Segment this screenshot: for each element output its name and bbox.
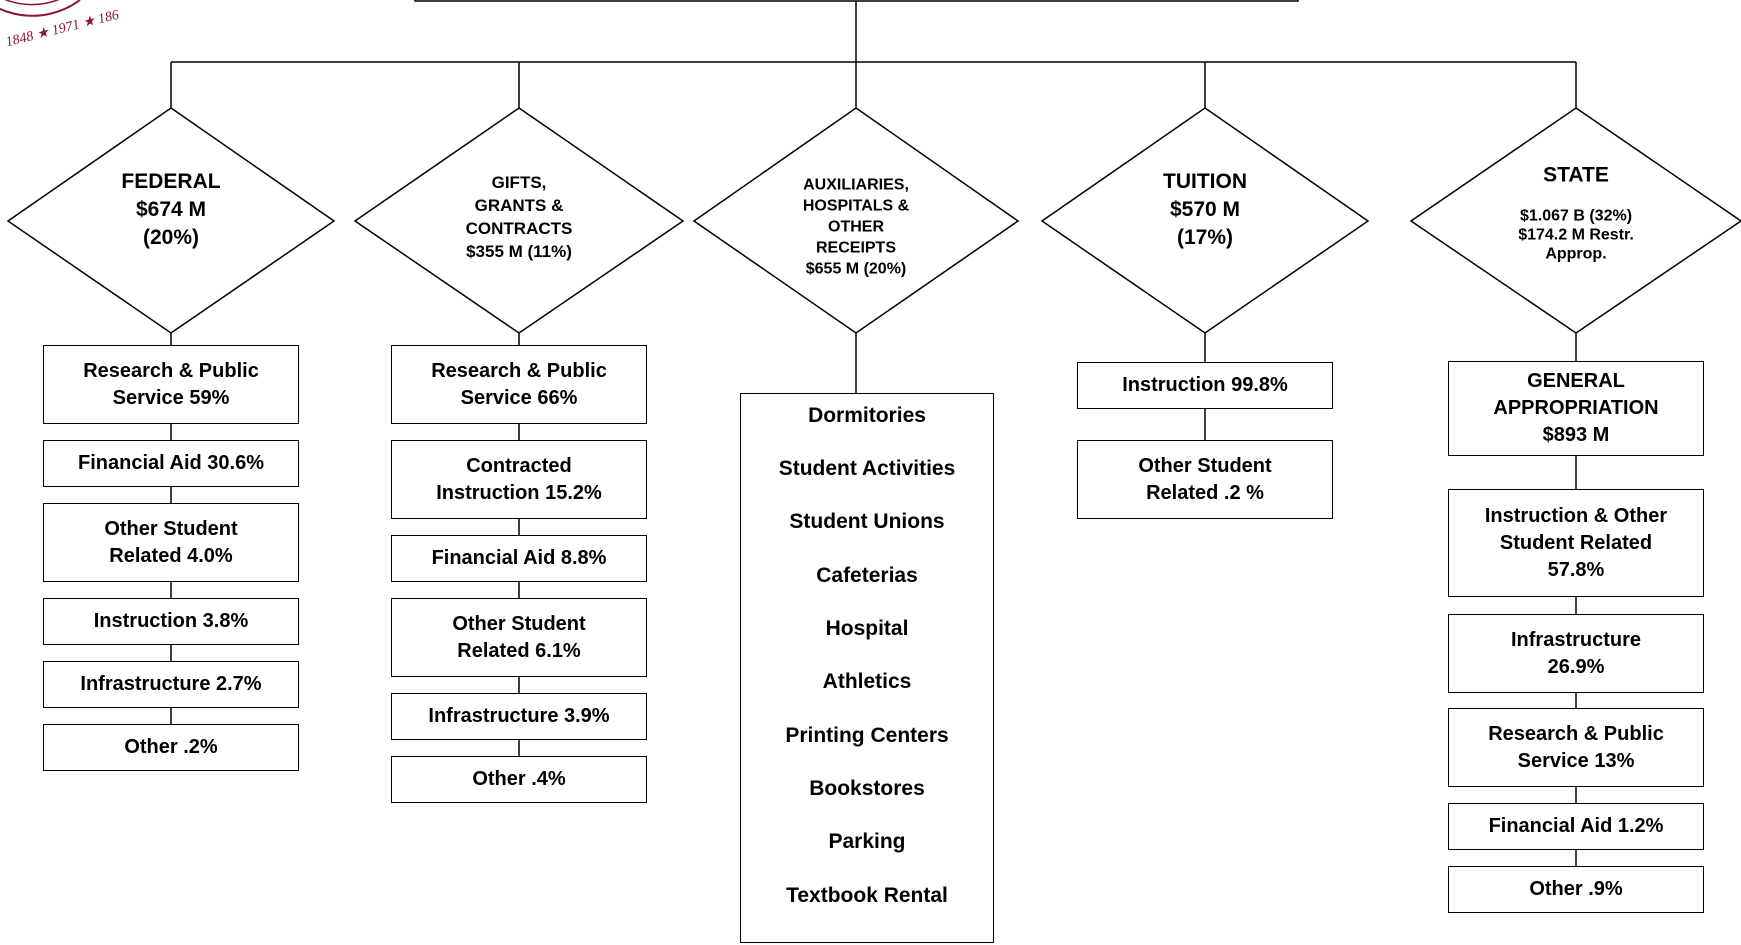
heading-state-sub: $1.067 B (32%) $174.2 M Restr. Approp. <box>1518 207 1634 263</box>
root-box <box>414 0 1299 2</box>
state-item-general-appropriation: GENERAL APPROPRIATION $893 M <box>1448 361 1704 456</box>
federal-item-research: Research & Public Service 59% <box>43 345 299 424</box>
heading-auxiliaries: AUXILIARIES, HOSPITALS & OTHER RECEIPTS … <box>802 176 910 278</box>
federal-item-infrastructure: Infrastructure 2.7% <box>43 661 299 708</box>
tuition-item-instruction: Instruction 99.8% <box>1077 362 1333 409</box>
auxiliaries-list: Dormitories Student Activities Student U… <box>740 393 994 943</box>
gifts-item-financial-aid: Financial Aid 8.8% <box>391 535 647 582</box>
gifts-item-infrastructure: Infrastructure 3.9% <box>391 693 647 740</box>
aux-item-cafeterias: Cafeterias <box>816 564 918 587</box>
aux-item-textbook-rental: Textbook Rental <box>786 884 948 907</box>
university-seal: 1848 ★ 1971 ★ 186 <box>0 0 121 65</box>
state-item-infrastructure: Infrastructure 26.9% <box>1448 614 1704 693</box>
heading-gifts: GIFTS, GRANTS & CONTRACTS $355 M (11%) <box>465 173 573 261</box>
aux-item-printing-centers: Printing Centers <box>785 724 949 747</box>
state-item-instruction: Instruction & Other Student Related 57.8… <box>1448 489 1704 597</box>
aux-item-student-activities: Student Activities <box>778 457 956 480</box>
gifts-item-research: Research & Public Service 66% <box>391 345 647 424</box>
state-item-financial-aid: Financial Aid 1.2% <box>1448 803 1704 850</box>
aux-item-bookstores: Bookstores <box>809 777 925 800</box>
aux-item-student-unions: Student Unions <box>789 510 945 533</box>
state-item-research: Research & Public Service 13% <box>1448 708 1704 787</box>
heading-state: STATE $1.067 B (32%) $174.2 M Restr. App… <box>1518 145 1634 282</box>
heading-state-main: STATE <box>1543 163 1609 187</box>
aux-item-athletics: Athletics <box>822 670 912 693</box>
federal-item-financial-aid: Financial Aid 30.6% <box>43 440 299 487</box>
heading-federal: FEDERAL $674 M (20%) <box>121 170 221 249</box>
aux-item-dormitories: Dormitories <box>808 404 926 427</box>
gifts-item-other-student: Other Student Related 6.1% <box>391 598 647 677</box>
state-item-other: Other .9% <box>1448 866 1704 913</box>
heading-tuition: TUITION $570 M (17%) <box>1163 170 1247 249</box>
federal-item-instruction: Instruction 3.8% <box>43 598 299 645</box>
tuition-item-other-student: Other Student Related .2 % <box>1077 440 1333 519</box>
aux-item-hospital: Hospital <box>825 617 909 640</box>
gifts-item-other: Other .4% <box>391 756 647 803</box>
federal-item-other-student: Other Student Related 4.0% <box>43 503 299 582</box>
gifts-item-contracted-instruction: Contracted Instruction 15.2% <box>391 440 647 519</box>
federal-item-other: Other .2% <box>43 724 299 771</box>
aux-item-parking: Parking <box>828 830 906 853</box>
